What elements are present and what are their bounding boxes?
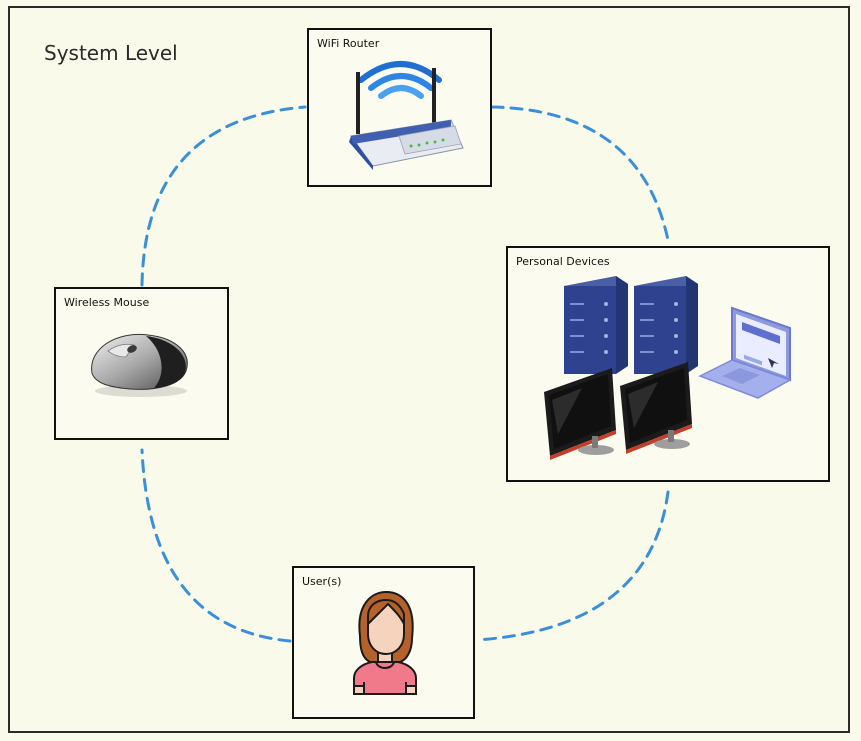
node-label: Wireless Mouse — [64, 296, 150, 309]
node-label: WiFi Router — [317, 37, 380, 50]
connector-users-mouse — [140, 448, 292, 643]
laptop-icon — [698, 306, 792, 399]
node-users[interactable]: User(s) — [292, 566, 475, 719]
node-wifi-router[interactable]: WiFi Router — [307, 28, 492, 187]
user-avatar-icon — [353, 590, 417, 695]
connector-devices-users — [475, 490, 670, 642]
wireless-mouse-icon — [91, 333, 188, 397]
server-icon — [564, 276, 628, 374]
node-wireless-mouse[interactable]: Wireless Mouse — [54, 287, 229, 440]
server-icon — [634, 276, 698, 374]
node-label: Personal Devices — [516, 255, 610, 268]
connector-mouse-router — [140, 105, 307, 287]
wifi-router-icon — [349, 61, 464, 170]
diagram-title: System Level — [44, 41, 178, 65]
node-label: User(s) — [302, 575, 342, 588]
connector-router-devices — [490, 105, 670, 242]
node-personal-devices[interactable]: Personal Devices — [506, 246, 830, 482]
monitor-icon — [620, 362, 692, 454]
system-boundary-frame — [8, 6, 850, 733]
monitor-icon — [544, 368, 616, 460]
